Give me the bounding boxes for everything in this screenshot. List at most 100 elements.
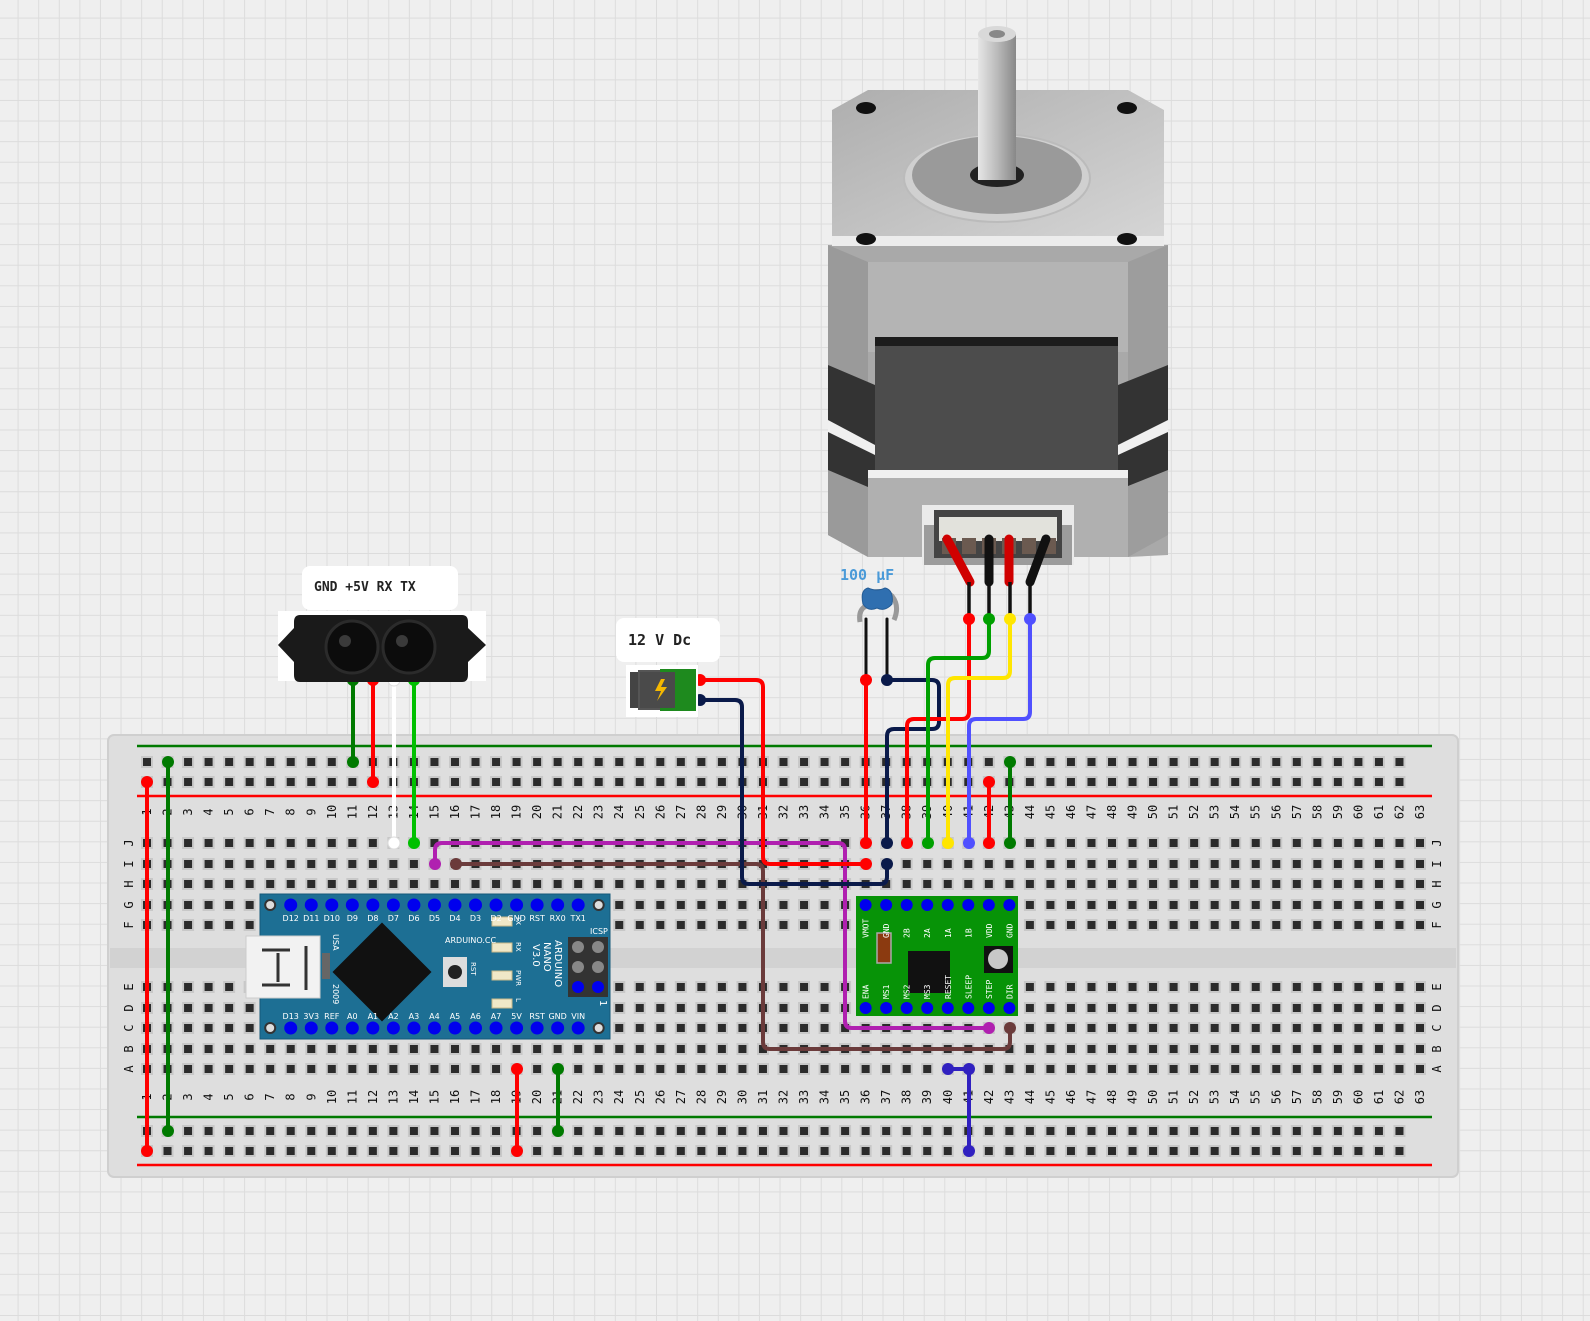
breadboard-hole[interactable]	[243, 1125, 256, 1137]
breadboard-hole[interactable]	[1085, 878, 1098, 890]
breadboard-hole[interactable]	[264, 1063, 277, 1075]
breadboard-hole[interactable]	[1290, 878, 1303, 890]
nano-pin-a1[interactable]	[366, 1021, 380, 1035]
nano-pin-a4[interactable]	[427, 1021, 441, 1035]
breadboard-hole[interactable]	[1064, 899, 1077, 911]
breadboard-hole[interactable]	[428, 756, 441, 768]
breadboard-hole[interactable]	[674, 1063, 687, 1075]
breadboard-hole[interactable]	[1372, 1002, 1385, 1014]
breadboard-hole[interactable]	[900, 1145, 913, 1157]
breadboard-hole[interactable]	[613, 981, 626, 993]
breadboard-hole[interactable]	[798, 1145, 811, 1157]
breadboard-hole[interactable]	[469, 878, 482, 890]
breadboard-hole[interactable]	[1064, 858, 1077, 870]
breadboard-hole[interactable]	[1331, 858, 1344, 870]
breadboard-hole[interactable]	[366, 837, 379, 849]
breadboard-hole[interactable]	[1188, 899, 1201, 911]
breadboard-hole[interactable]	[1188, 837, 1201, 849]
breadboard-hole[interactable]	[1208, 776, 1221, 788]
breadboard-hole[interactable]	[1208, 858, 1221, 870]
nano-pin-vin[interactable]	[571, 1021, 585, 1035]
breadboard-hole[interactable]	[1208, 1043, 1221, 1055]
breadboard-hole[interactable]	[202, 1125, 215, 1137]
breadboard-hole[interactable]	[736, 1022, 749, 1034]
breadboard-hole[interactable]	[1023, 1043, 1036, 1055]
breadboard-hole[interactable]	[1393, 878, 1406, 890]
breadboard-hole[interactable]	[182, 776, 195, 788]
breadboard-hole[interactable]	[1147, 1125, 1160, 1137]
wire-endpoint[interactable]	[963, 1145, 975, 1157]
breadboard-hole[interactable]	[572, 756, 585, 768]
breadboard-hole[interactable]	[1167, 776, 1180, 788]
breadboard-hole[interactable]	[736, 1125, 749, 1137]
breadboard-hole[interactable]	[1167, 1145, 1180, 1157]
breadboard-hole[interactable]	[1085, 756, 1098, 768]
breadboard-hole[interactable]	[715, 878, 728, 890]
breadboard-hole[interactable]	[839, 1145, 852, 1157]
breadboard-hole[interactable]	[1147, 776, 1160, 788]
breadboard-hole[interactable]	[674, 919, 687, 931]
breadboard-hole[interactable]	[715, 981, 728, 993]
breadboard-hole[interactable]	[715, 1043, 728, 1055]
driver-potentiometer[interactable]	[988, 949, 1008, 969]
breadboard-hole[interactable]	[674, 756, 687, 768]
breadboard-hole[interactable]	[1229, 919, 1242, 931]
breadboard-hole[interactable]	[1393, 899, 1406, 911]
breadboard-hole[interactable]	[674, 1145, 687, 1157]
breadboard-hole[interactable]	[572, 1125, 585, 1137]
wire-cap-negative[interactable]	[885, 678, 941, 845]
breadboard-hole[interactable]	[1106, 1002, 1119, 1014]
breadboard-hole[interactable]	[1311, 1002, 1324, 1014]
wire-endpoint[interactable]	[860, 837, 872, 849]
breadboard-hole[interactable]	[531, 1063, 544, 1075]
breadboard-hole[interactable]	[1106, 878, 1119, 890]
breadboard-hole[interactable]	[1208, 899, 1221, 911]
breadboard-hole[interactable]	[1372, 756, 1385, 768]
breadboard-hole[interactable]	[366, 1043, 379, 1055]
breadboard-hole[interactable]	[777, 1002, 790, 1014]
breadboard-hole[interactable]	[654, 1125, 667, 1137]
breadboard-hole[interactable]	[1085, 1002, 1098, 1014]
breadboard-hole[interactable]	[982, 1063, 995, 1075]
breadboard-hole[interactable]	[798, 1125, 811, 1137]
breadboard-hole[interactable]	[1208, 1022, 1221, 1034]
breadboard-hole[interactable]	[798, 756, 811, 768]
breadboard-hole[interactable]	[1044, 899, 1057, 911]
breadboard-hole[interactable]	[1044, 878, 1057, 890]
breadboard-hole[interactable]	[1229, 1022, 1242, 1034]
breadboard-hole[interactable]	[839, 776, 852, 788]
breadboard-hole[interactable]	[633, 899, 646, 911]
breadboard-hole[interactable]	[654, 1145, 667, 1157]
breadboard-hole[interactable]	[1372, 837, 1385, 849]
breadboard-hole[interactable]	[818, 1002, 831, 1014]
breadboard-hole[interactable]	[1208, 1125, 1221, 1137]
breadboard-hole[interactable]	[1270, 899, 1283, 911]
breadboard-hole[interactable]	[182, 1043, 195, 1055]
breadboard-hole[interactable]	[633, 919, 646, 931]
breadboard-hole[interactable]	[551, 1043, 564, 1055]
breadboard-hole[interactable]	[407, 1125, 420, 1137]
breadboard-hole[interactable]	[654, 776, 667, 788]
breadboard-hole[interactable]	[674, 981, 687, 993]
breadboard-hole[interactable]	[223, 1002, 236, 1014]
breadboard-hole[interactable]	[202, 1145, 215, 1157]
breadboard-hole[interactable]	[1147, 919, 1160, 931]
breadboard-hole[interactable]	[633, 1022, 646, 1034]
breadboard-hole[interactable]	[325, 776, 338, 788]
breadboard-hole[interactable]	[633, 878, 646, 890]
breadboard-hole[interactable]	[798, 899, 811, 911]
breadboard-hole[interactable]	[1106, 919, 1119, 931]
breadboard-hole[interactable]	[1229, 1063, 1242, 1075]
breadboard-hole[interactable]	[1208, 756, 1221, 768]
breadboard-hole[interactable]	[1393, 837, 1406, 849]
breadboard-hole[interactable]	[1188, 1063, 1201, 1075]
breadboard-hole[interactable]	[551, 1145, 564, 1157]
breadboard-hole[interactable]	[613, 756, 626, 768]
breadboard-hole[interactable]	[798, 919, 811, 931]
breadboard-hole[interactable]	[900, 1125, 913, 1137]
breadboard-hole[interactable]	[962, 858, 975, 870]
nano-pin-gnd[interactable]	[551, 1021, 565, 1035]
breadboard-hole[interactable]	[243, 837, 256, 849]
breadboard-hole[interactable]	[818, 981, 831, 993]
breadboard-hole[interactable]	[243, 1063, 256, 1075]
